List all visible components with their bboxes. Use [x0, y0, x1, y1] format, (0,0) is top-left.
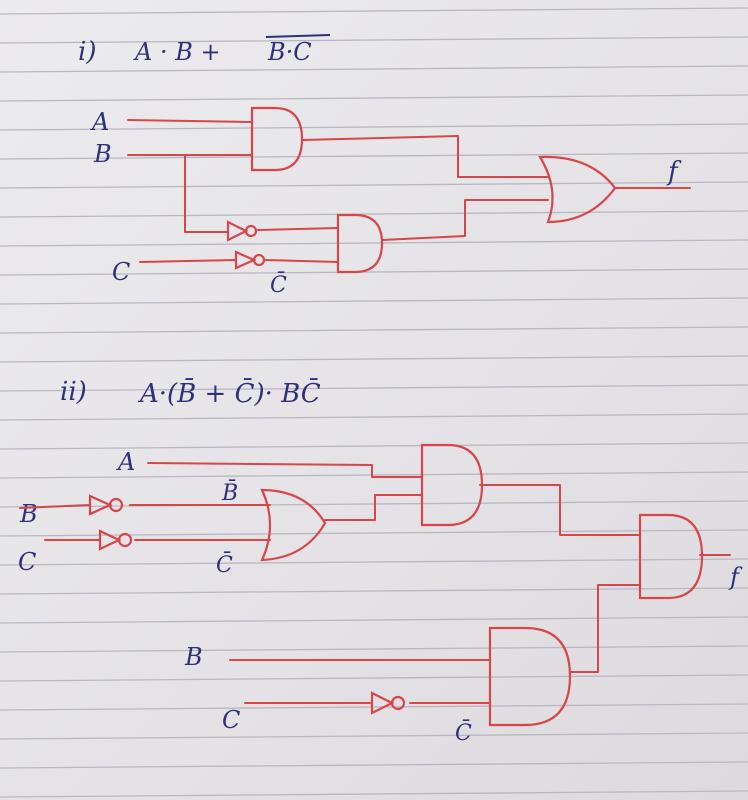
input-c-label: C	[112, 258, 130, 286]
or-gate	[260, 488, 327, 562]
and-gate	[638, 513, 704, 600]
not-gate	[88, 494, 124, 516]
ruled-line	[0, 384, 748, 392]
and-gate	[488, 626, 572, 727]
c-not-label: C̄	[216, 551, 233, 578]
ruled-line	[0, 239, 748, 247]
ruled-line	[0, 587, 748, 595]
or-gate	[538, 155, 617, 224]
b-not-label: B̄	[221, 479, 238, 506]
ruled-line	[0, 210, 748, 218]
ruled-line	[0, 703, 748, 711]
ruled-line	[0, 36, 748, 44]
circuit-2-index: ii)	[60, 377, 87, 407]
and-gate	[250, 106, 304, 172]
wires	[127, 119, 691, 263]
output-f-label: f	[728, 563, 743, 591]
ruled-line	[0, 268, 748, 276]
ruled-line	[0, 413, 748, 421]
ruled-line	[0, 355, 748, 363]
ruled-line	[0, 326, 748, 334]
not-gate	[370, 691, 406, 715]
ruled-line	[0, 558, 748, 566]
ruled-line	[0, 471, 748, 479]
ruled-line	[0, 123, 748, 131]
ruled-line	[0, 674, 748, 682]
input-b-label: B	[93, 140, 112, 168]
circuit-1-term2: B·C	[267, 38, 312, 66]
circuit-1: i) A · B + B·C A B C C̄ f	[78, 34, 691, 298]
circuit-2-expression: A·(B̄ + C̄)· BC̄	[138, 377, 321, 409]
ruled-lines	[0, 7, 748, 798]
and-gate	[336, 213, 384, 274]
c2-not-label: C̄	[455, 719, 472, 746]
input-c-label: C	[18, 548, 36, 576]
circuit-2: ii) A·(B̄ + C̄)· BC̄ A B C B̄ C̄ B C C̄ …	[18, 377, 743, 746]
ruled-line	[0, 732, 748, 740]
ruled-line	[0, 645, 748, 653]
and-gate	[420, 443, 484, 527]
ruled-line	[0, 65, 748, 73]
ruled-line	[0, 94, 748, 102]
overline	[265, 34, 331, 38]
not-gate	[98, 529, 133, 551]
input-a-label: A	[90, 108, 109, 136]
ruled-line	[0, 790, 748, 798]
ruled-line	[0, 152, 748, 160]
ruled-line	[0, 7, 748, 15]
wires	[19, 462, 731, 704]
not-gate	[226, 220, 258, 242]
input-a-label: A	[116, 448, 135, 476]
circuit-1-index: i)	[78, 37, 96, 67]
ruled-line	[0, 181, 748, 189]
circuit-1-term1: A · B +	[133, 38, 221, 66]
ruled-line	[0, 761, 748, 769]
ruled-line	[0, 616, 748, 624]
ruled-line	[0, 297, 748, 305]
ruled-line	[0, 442, 748, 450]
input-b-label: B	[19, 500, 38, 528]
c-not-label: C̄	[270, 271, 287, 298]
input-b2-label: B	[184, 643, 203, 671]
input-c2-label: C	[222, 706, 240, 734]
not-gate	[234, 250, 266, 270]
